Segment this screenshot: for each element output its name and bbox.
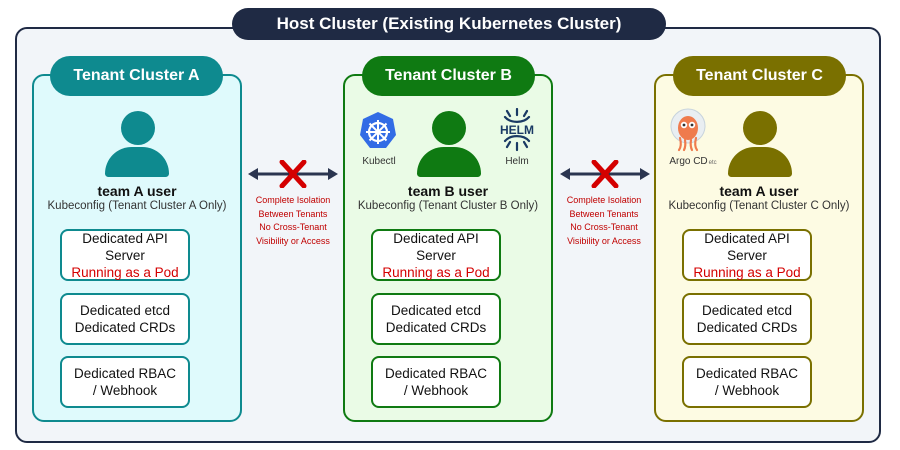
isolation-line: No Cross-Tenant xyxy=(259,222,327,232)
etcd-label: Dedicated etcd xyxy=(390,303,482,318)
isolation-line: Complete Isolation xyxy=(255,195,331,205)
kubectl-icon xyxy=(358,111,398,151)
argo-cd-name: Argo CD xyxy=(669,156,708,167)
api-server-label: Dedicated API Server xyxy=(82,230,168,263)
helm-logo-text: HELM xyxy=(500,123,534,137)
isolation-line: Visibility or Access xyxy=(567,235,641,246)
kubectl-label: Kubectl xyxy=(362,156,396,167)
tenant-a-api-server: Dedicated API Server Running as a Pod xyxy=(60,229,190,281)
tenant-c-kubeconfig: Kubeconfig (Tenant Cluster C Only) xyxy=(668,200,850,212)
helm-icon: HELM xyxy=(495,107,539,152)
tenant-c-etcd: Dedicated etcd Dedicated CRDs xyxy=(682,293,812,345)
tenant-b-api-server: Dedicated API Server Running as a Pod xyxy=(371,229,501,281)
tenant-c-rbac: Dedicated RBAC / Webhook xyxy=(682,356,812,408)
rbac-label: Dedicated RBAC xyxy=(73,366,177,381)
tenant-c-title: Tenant Cluster C xyxy=(673,56,846,96)
host-cluster-title: Host Cluster (Existing Kubernetes Cluste… xyxy=(232,8,666,40)
api-server-label: Dedicated API Server xyxy=(393,230,479,263)
api-server-label: Dedicated API Server xyxy=(704,230,790,263)
isolation-arrow-bc xyxy=(560,159,650,189)
isolation-arrow-ab xyxy=(248,159,338,189)
tenant-b-user: team B user xyxy=(407,183,489,199)
tenant-b-rbac: Dedicated RBAC / Webhook xyxy=(371,356,501,408)
isolation-line: Visibility or Access xyxy=(256,235,330,246)
tenant-b-kubeconfig: Kubeconfig (Tenant Cluster B Only) xyxy=(357,200,539,212)
api-server-status: Running as a Pod xyxy=(382,264,490,280)
tenant-b-title: Tenant Cluster B xyxy=(362,56,535,96)
helm-label: Helm xyxy=(505,156,529,167)
rbac-label: Dedicated RBAC xyxy=(695,366,799,381)
crds-label: Dedicated CRDs xyxy=(696,320,798,335)
argo-cd-icon xyxy=(669,108,707,154)
tenant-c-user: team A user xyxy=(719,183,799,199)
isolation-note-bc: Complete Isolation Between Tenants No Cr… xyxy=(549,194,659,248)
argo-cd-etc: etc xyxy=(708,160,717,166)
etcd-label: Dedicated etcd xyxy=(701,303,793,318)
webhook-label: / Webhook xyxy=(403,383,469,398)
tenant-a-rbac: Dedicated RBAC / Webhook xyxy=(60,356,190,408)
tenant-a-kubeconfig: Kubeconfig (Tenant Cluster A Only) xyxy=(47,200,227,212)
crds-label: Dedicated CRDs xyxy=(385,320,487,335)
tenant-a-user: team A user xyxy=(97,183,177,199)
tenant-a-title: Tenant Cluster A xyxy=(50,56,223,96)
crds-label: Dedicated CRDs xyxy=(74,320,176,335)
tenant-c-api-server: Dedicated API Server Running as a Pod xyxy=(682,229,812,281)
api-server-status: Running as a Pod xyxy=(71,264,179,280)
api-server-status: Running as a Pod xyxy=(693,264,801,280)
isolation-line: Between Tenants xyxy=(569,208,639,219)
argo-cd-label: Argo CDetc xyxy=(663,156,723,167)
tenant-a-etcd: Dedicated etcd Dedicated CRDs xyxy=(60,293,190,345)
webhook-label: / Webhook xyxy=(92,383,158,398)
isolation-line: Complete Isolation xyxy=(566,195,642,205)
tenant-b-etcd: Dedicated etcd Dedicated CRDs xyxy=(371,293,501,345)
etcd-label: Dedicated etcd xyxy=(79,303,171,318)
isolation-line: No Cross-Tenant xyxy=(570,222,638,232)
webhook-label: / Webhook xyxy=(714,383,780,398)
rbac-label: Dedicated RBAC xyxy=(384,366,488,381)
isolation-note-ab: Complete Isolation Between Tenants No Cr… xyxy=(238,194,348,248)
isolation-line: Between Tenants xyxy=(258,208,328,219)
